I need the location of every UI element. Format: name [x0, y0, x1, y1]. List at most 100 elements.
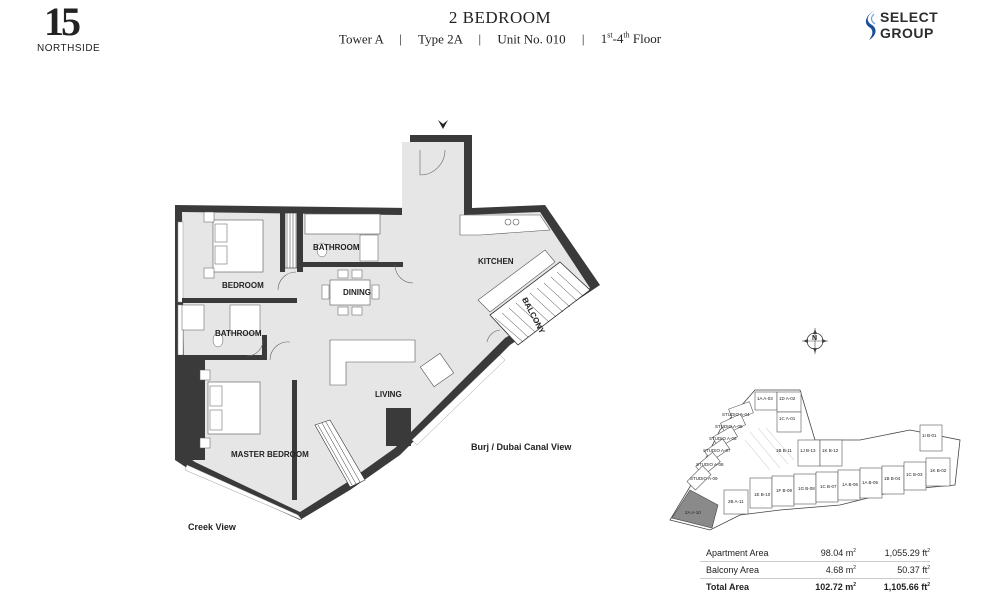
separator: |: [581, 31, 585, 47]
area-ft2: 1,055.29 ft2: [884, 548, 930, 558]
key-unit-label: STUDIO A-06: [709, 436, 737, 441]
room-label-kitchen: KITCHEN: [478, 257, 514, 266]
door: [269, 341, 291, 361]
view-label-creek: Creek View: [188, 522, 236, 532]
door: [394, 264, 414, 284]
key-unit-label: 1K B-12: [822, 448, 839, 453]
hob-burner: [504, 218, 512, 226]
logo-text: NORTHSIDE: [37, 43, 101, 54]
key-plan: 1A A-03 1D A-02 1C A-01 STUDIO A-04 STUD…: [669, 389, 961, 531]
key-unit-label: STUDIO A-08: [696, 462, 724, 467]
interior-wall: [386, 408, 411, 446]
separator: |: [399, 31, 403, 47]
interior-wall: [303, 262, 403, 267]
armchair: [419, 352, 455, 388]
room-label-living: LIVING: [375, 390, 402, 399]
chair: [337, 306, 349, 316]
room-label-bedroom: BEDROOM: [222, 281, 264, 290]
interior-wall: [280, 212, 285, 272]
bathroom-vanity: [359, 234, 379, 262]
pillow: [214, 245, 228, 265]
brand-name: SELECT: [880, 9, 939, 25]
chair: [351, 269, 363, 279]
door: [486, 329, 501, 343]
door: [277, 271, 297, 291]
nightstand: [203, 211, 215, 223]
separator: |: [478, 31, 482, 47]
closet: [284, 212, 298, 269]
key-unit-label: 1E B-10: [754, 492, 771, 497]
window: [184, 464, 303, 521]
compass-icon: [802, 328, 828, 354]
room-label-bathroom: BATHROOM: [215, 329, 262, 338]
view-label-canal: Burj / Dubai Canal View: [471, 442, 572, 452]
brand-name-2: GROUP: [880, 25, 934, 41]
interior-wall: [297, 212, 303, 272]
table-row: Apartment Area 98.04 m2 1,055.29 ft2: [700, 545, 930, 562]
door: [246, 339, 264, 357]
kitchen-counter: [459, 214, 551, 236]
key-unit-label: 1D A-02: [779, 396, 796, 401]
window: [177, 221, 184, 303]
area-label: Apartment Area: [706, 548, 769, 558]
sofa: [329, 339, 416, 386]
key-unit-label: 1I B-01: [922, 433, 937, 438]
door: [419, 149, 446, 176]
key-unit-label: 1K B-02: [930, 468, 947, 473]
hob-burner: [512, 218, 520, 226]
key-unit-label: 2B A-11: [728, 499, 744, 504]
key-unit-label: 1C B-03: [906, 472, 923, 477]
room-label-master-bedroom: MASTER BEDROOM: [231, 450, 309, 459]
type-label: Type 2A: [418, 31, 463, 47]
key-unit-label: 1C A-01: [779, 416, 796, 421]
nightstand: [199, 369, 211, 381]
compass-north-label: N: [812, 335, 818, 342]
window: [411, 354, 506, 446]
unit-label: Unit No. 010: [497, 31, 566, 47]
page-title: 2 BEDROOM: [448, 8, 552, 27]
area-m2: 102.72 m2: [815, 582, 856, 592]
key-unit-label: STUDIO A-07: [703, 448, 731, 453]
chair: [337, 269, 349, 279]
chair: [371, 284, 380, 300]
key-unit-label: 1A B-06: [842, 482, 859, 487]
kitchen-counter: [477, 249, 556, 313]
pillow: [214, 223, 228, 243]
key-plan-highlighted-unit: [671, 489, 719, 529]
key-unit-label: 1C B-07: [820, 484, 837, 489]
bathtub: [304, 213, 381, 235]
key-unit-label: 1F B-09: [776, 488, 793, 493]
key-unit-label: 1J B-13: [800, 448, 816, 453]
key-unit-label: 2A A-10: [685, 510, 701, 515]
dining-table: [329, 279, 371, 306]
pillow: [209, 409, 223, 431]
toilet: [316, 242, 328, 258]
closet: [314, 419, 366, 488]
interior-wall: [292, 380, 297, 500]
key-unit-label: 1B B-11: [776, 448, 792, 453]
shower: [229, 304, 261, 334]
key-unit-label: 1A B-05: [862, 480, 879, 485]
nightstand: [199, 437, 211, 449]
key-unit-label: STUDIO A-09: [690, 476, 718, 481]
area-label: Total Area: [706, 582, 750, 592]
key-unit-label: STUDIO A-04: [722, 412, 750, 417]
logo-number: 15: [44, 0, 81, 44]
area-m2: 4.68 m2: [825, 565, 856, 575]
interior-wall: [182, 355, 262, 360]
interior-wall: [182, 298, 297, 303]
area-ft2: 1,105.66 ft2: [883, 582, 930, 592]
select-group-logo-icon: [865, 10, 876, 40]
chair: [351, 306, 363, 316]
room-label-dining: DINING: [343, 288, 371, 297]
area-ft2: 50.37 ft2: [897, 565, 930, 575]
table-row-total: Total Area 102.72 m2 1,105.66 ft2: [700, 579, 930, 595]
bathroom-vanity: [181, 304, 205, 331]
pillow: [209, 385, 223, 407]
area-m2: 98.04 m2: [820, 548, 856, 558]
interior-wall: [262, 335, 267, 360]
area-table: Apartment Area 98.04 m2 1,055.29 ft2 Bal…: [700, 545, 930, 595]
toilet: [212, 332, 224, 348]
unit-details: Tower A | Type 2A | Unit No. 010 | 1st-4…: [0, 31, 1000, 47]
